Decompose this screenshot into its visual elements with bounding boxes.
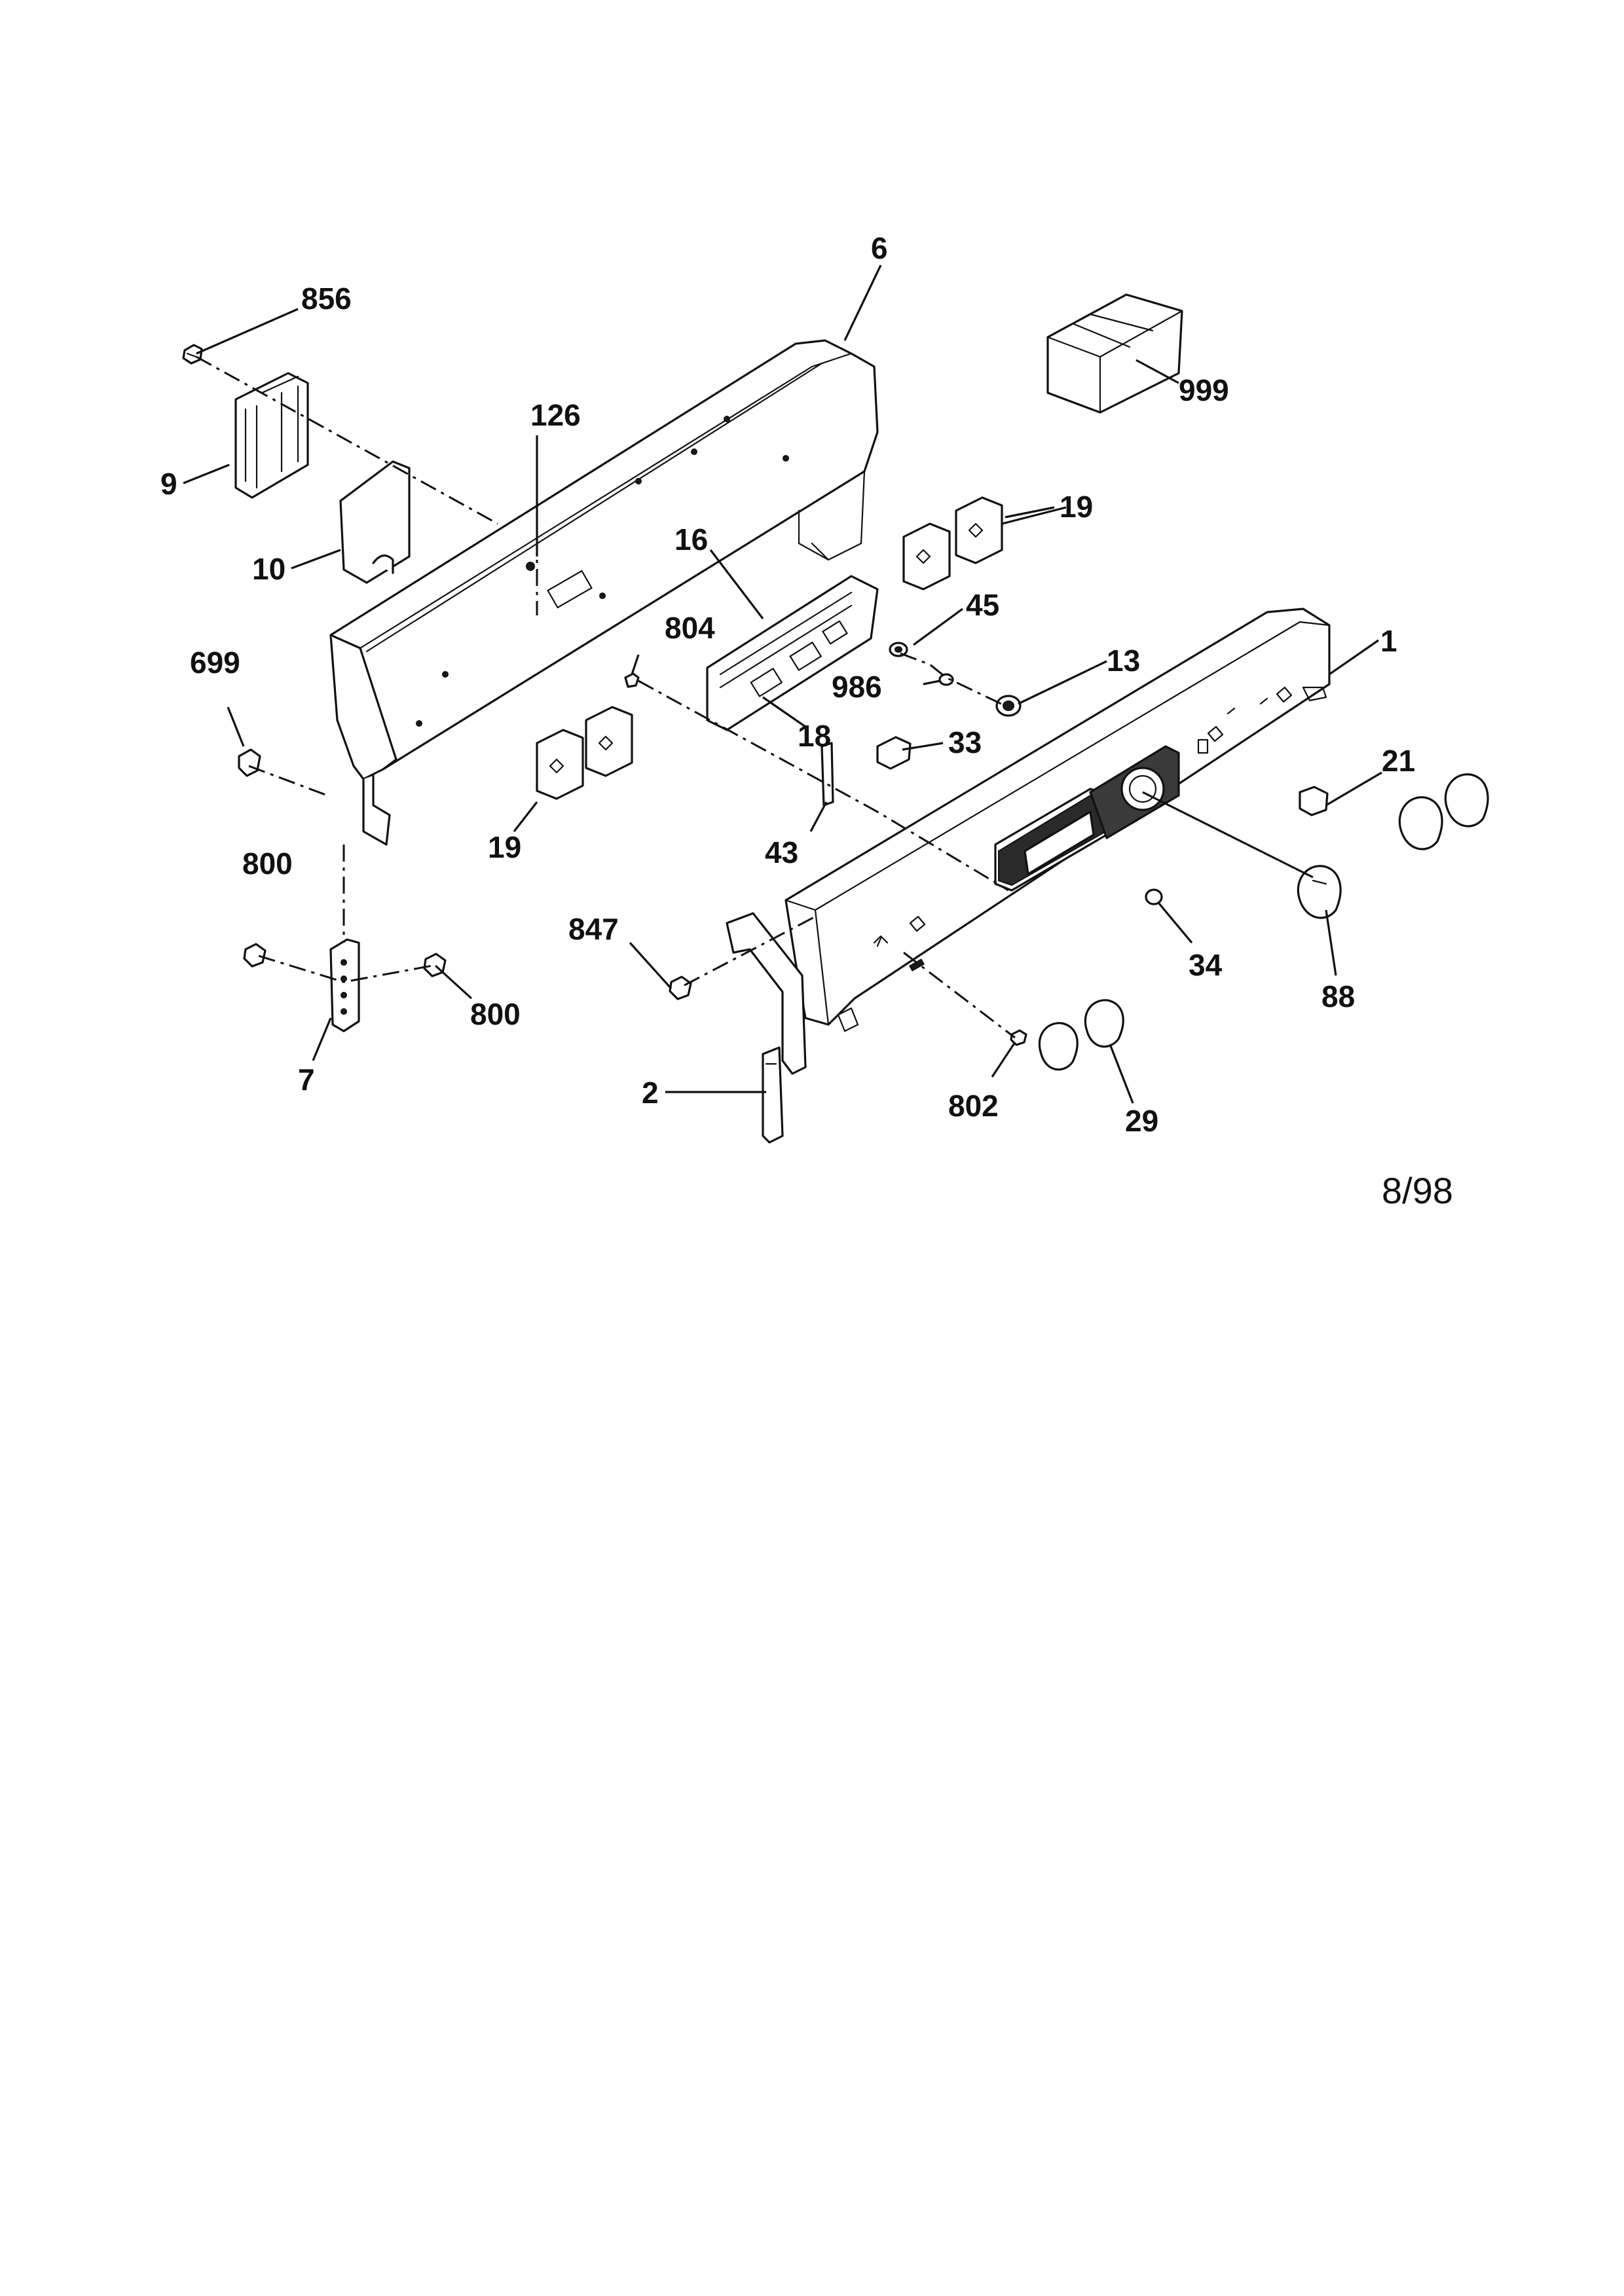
callout-126: 126 [530, 398, 581, 432]
bezel-13 [995, 695, 1022, 717]
callout-7: 7 [298, 1063, 315, 1097]
rod-43 [821, 742, 834, 807]
control-board-16 [706, 575, 879, 731]
callout-18: 18 [798, 719, 831, 753]
callout-986: 986 [832, 670, 882, 704]
callout-856: 856 [301, 282, 352, 316]
callout-804: 804 [665, 611, 715, 645]
callout-labels: 856 6 999 9 126 19 10 16 45 804 699 986 … [160, 231, 1415, 1138]
callout-13: 13 [1107, 644, 1140, 678]
callout-800-right: 800 [470, 997, 521, 1031]
switch-19-lower [536, 706, 633, 800]
switch-21 [1299, 786, 1329, 816]
knob-88 [1297, 865, 1342, 919]
washer-45 [889, 642, 908, 657]
callout-43: 43 [765, 835, 798, 869]
knob-group-29 [1038, 999, 1124, 1071]
knob-group-right [1398, 773, 1489, 850]
callout-34: 34 [1189, 948, 1223, 982]
button-34 [1145, 888, 1163, 905]
assembly-lines [196, 355, 1016, 1039]
screw-856 [182, 344, 203, 365]
screw-800-left [243, 943, 267, 968]
callout-2: 2 [642, 1076, 659, 1110]
callout-802: 802 [948, 1089, 999, 1123]
callout-847: 847 [568, 912, 619, 946]
connector-33 [876, 736, 912, 770]
screw-802 [1010, 1029, 1027, 1046]
nut-986 [938, 673, 954, 686]
callout-999: 999 [1179, 373, 1229, 407]
callout-33: 33 [948, 725, 982, 759]
bracket-10 [339, 460, 411, 584]
date-code: 8/98 [1382, 1170, 1453, 1211]
screw-804 [624, 672, 640, 688]
callout-19-upper: 19 [1060, 490, 1093, 524]
callout-6: 6 [871, 231, 888, 265]
switch-19-upper [902, 496, 1003, 591]
callout-10: 10 [252, 552, 286, 586]
callout-45: 45 [966, 588, 999, 622]
callout-16: 16 [674, 522, 708, 556]
callout-19-lower: 19 [488, 830, 521, 864]
callout-800-left: 800 [242, 847, 293, 881]
callout-1: 1 [1380, 624, 1397, 658]
callout-29: 29 [1125, 1104, 1158, 1138]
callout-21: 21 [1382, 744, 1415, 778]
clip-699 [238, 748, 261, 777]
bracket-9 [234, 372, 309, 499]
callout-9: 9 [160, 467, 177, 501]
leader-lines [183, 264, 1382, 1104]
endcap-2 [726, 912, 807, 1144]
bracket-7 [329, 938, 360, 1032]
screw-847 [669, 975, 692, 1000]
backguard-6 [329, 339, 879, 846]
callout-88: 88 [1321, 979, 1355, 1013]
callout-699: 699 [190, 646, 240, 680]
control-panel-1 [784, 608, 1331, 1032]
package-999 [1046, 293, 1183, 414]
